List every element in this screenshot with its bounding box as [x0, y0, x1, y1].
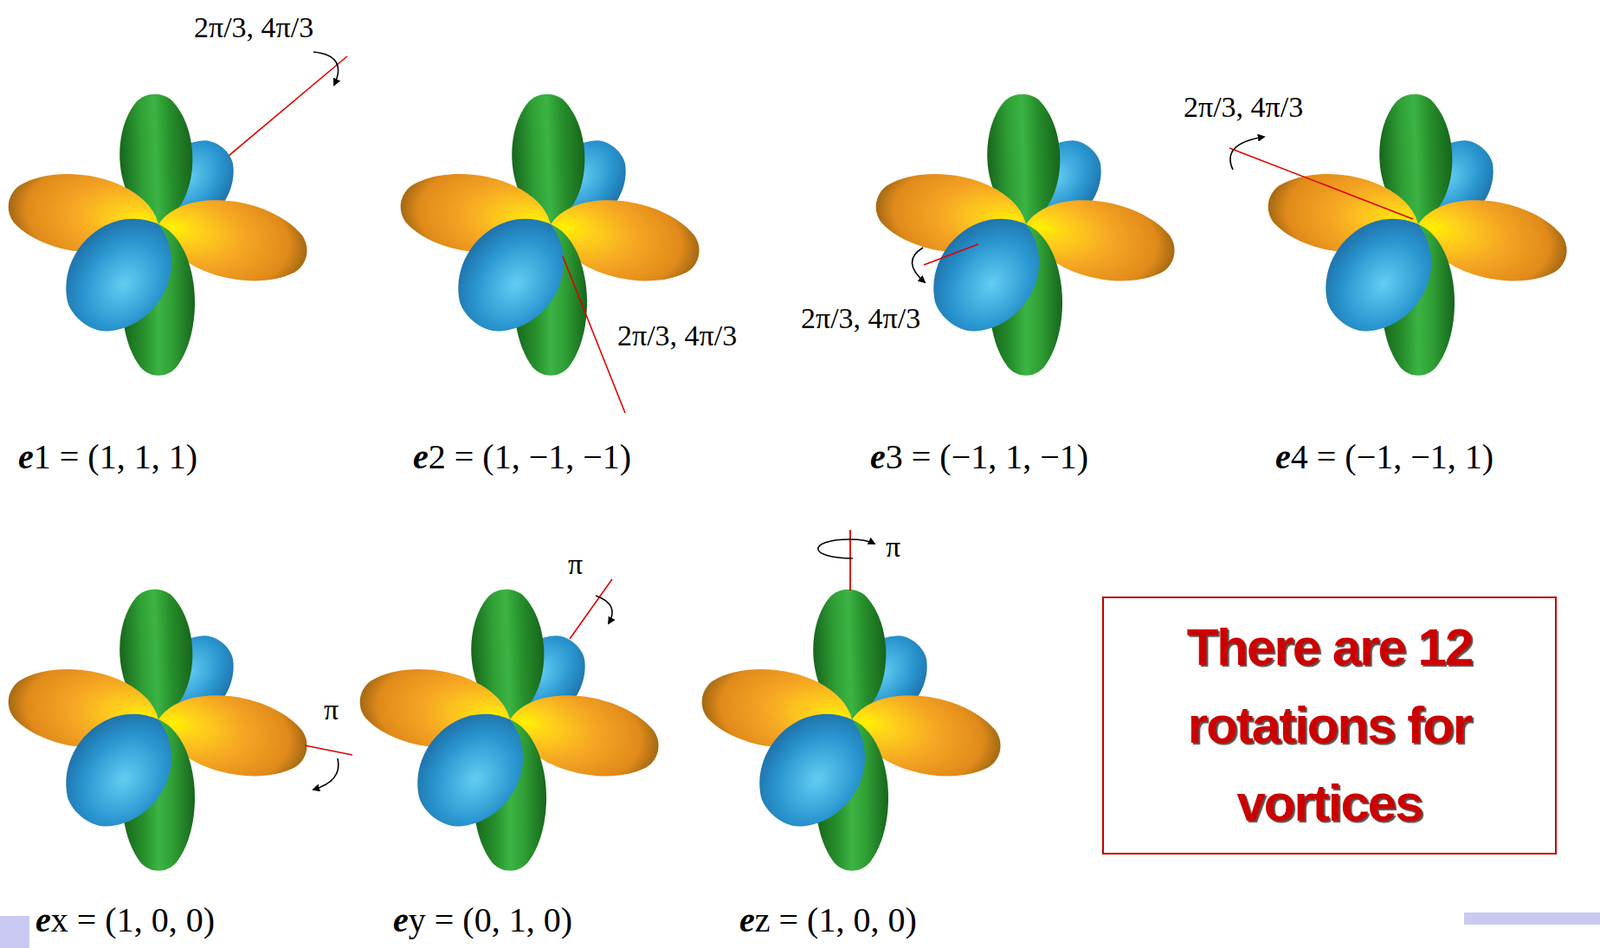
- orbital-figure: [354, 587, 666, 871]
- note-text: There are 12 rotations for vortices: [1121, 608, 1538, 843]
- rotation-arrow: [313, 51, 339, 85]
- orbital-figure: [696, 587, 1008, 871]
- axis-vector: e2 = (1, −1, −1): [412, 437, 632, 478]
- angle-label: π: [323, 692, 339, 727]
- angle-label: π: [567, 547, 583, 581]
- rotation-axis: [923, 244, 979, 265]
- rotation-axis: [562, 256, 626, 413]
- angle-label: 2π/3, 4π/3: [617, 318, 737, 353]
- angle-label: 2π/3, 4π/3: [800, 301, 921, 336]
- rotation-axis: [304, 745, 353, 755]
- rotation-arrow: [818, 539, 875, 559]
- axis-vector: ey = (0, 1, 0): [393, 900, 573, 941]
- axis-vector: e1 = (1, 1, 1): [18, 437, 198, 478]
- axis-vector: ez = (1, 0, 0): [739, 900, 917, 941]
- angle-label: 2π/3, 4π/3: [1183, 90, 1304, 124]
- rotation-arrow: [911, 247, 925, 283]
- angle-label: π: [885, 529, 901, 564]
- rotation-axis: [569, 579, 613, 639]
- slide-decoration: [0, 916, 30, 948]
- note-box: There are 12 rotations for vortices: [1102, 596, 1557, 855]
- slide-decoration: [1464, 912, 1600, 925]
- rotation-arrow: [595, 595, 613, 624]
- axis-vector: ex = (1, 0, 0): [35, 900, 215, 941]
- orbital-figure: [1263, 92, 1575, 375]
- rotation-axis: [1229, 148, 1413, 220]
- orbital-figure: [3, 587, 315, 871]
- orbital-figure: [3, 92, 315, 375]
- axis-vector: e4 = (−1, −1, 1): [1275, 437, 1494, 478]
- rotation-arrow: [1230, 136, 1265, 170]
- angle-label: 2π/3, 4π/3: [193, 10, 314, 45]
- axis-vector: e3 = (−1, 1, −1): [870, 437, 1089, 478]
- rotation-arrow: [313, 758, 339, 790]
